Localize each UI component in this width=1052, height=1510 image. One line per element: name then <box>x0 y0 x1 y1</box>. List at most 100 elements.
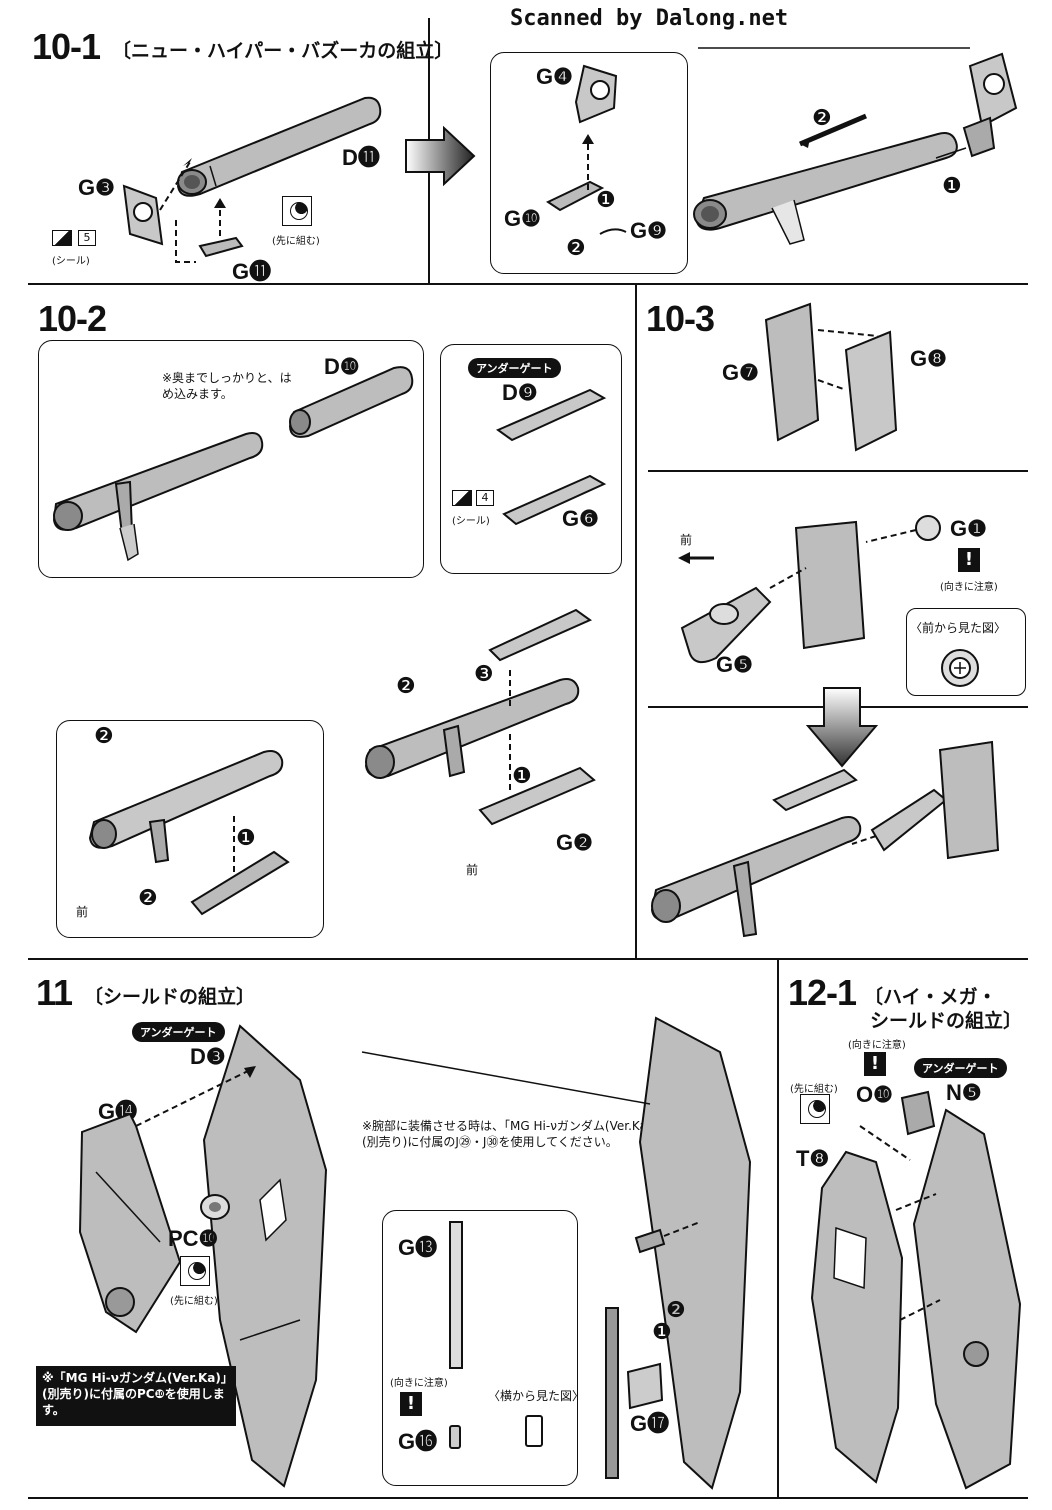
detail-panel <box>490 52 688 274</box>
part-label: G❿ <box>504 206 541 231</box>
step-marker: ❶ <box>652 1320 672 1345</box>
assembly-note: ※奥までしっかりと、はめ込みます。 <box>162 371 292 402</box>
next-arrow-icon <box>405 126 476 186</box>
rod-illustration <box>449 1221 463 1369</box>
sticker-label: (シール) <box>452 516 490 527</box>
under-gate-badge: アンダーゲート <box>468 358 561 378</box>
part-label: D❾ <box>502 380 538 405</box>
sticker-icon <box>52 230 72 246</box>
sticker-number: 4 <box>476 490 494 506</box>
under-gate-badge: アンダーゲート <box>132 1022 225 1042</box>
part-label: D❸ <box>190 1044 226 1069</box>
part-label: G❽ <box>910 346 947 371</box>
part-label: O❿ <box>856 1082 893 1107</box>
bazooka-assembled-illustration <box>693 47 1018 245</box>
caution-icon: ! <box>958 548 980 572</box>
divider <box>28 958 1028 960</box>
bottom-rail-illustration <box>502 474 607 526</box>
pre-assemble-label: (先に組む) <box>272 236 320 247</box>
divider <box>635 283 637 958</box>
pre-assemble-icon <box>800 1094 830 1124</box>
small-cap-illustration <box>449 1425 461 1449</box>
watermark: Scanned by Dalong.net <box>510 6 789 31</box>
top-rail-illustration <box>495 388 607 442</box>
step-marker: ❷ <box>396 674 416 699</box>
small-tab-illustration <box>900 1090 936 1136</box>
high-mega-shield-body-illustration <box>912 1108 1022 1490</box>
part-label: PC❿ <box>168 1226 219 1251</box>
front-label: 前 <box>76 905 89 919</box>
front-view-panel <box>906 608 1026 696</box>
assembly-arrows <box>361 1051 651 1105</box>
front-view-label: 〈前から見た図〉 <box>910 621 1007 635</box>
step-number: 11 <box>36 972 73 1013</box>
bazooka-mid-assembly-illustration <box>364 608 596 826</box>
sticker-icon <box>452 490 472 506</box>
bracket-part-illustration <box>122 184 164 246</box>
assembly-arrows <box>859 1125 941 1321</box>
step-number: 12-1 <box>788 972 857 1013</box>
down-arrow-icon <box>805 687 879 768</box>
polycap-illustration <box>200 1194 230 1220</box>
grip-part-illustration <box>574 64 618 124</box>
assembly-arrows <box>159 158 226 263</box>
part-label: D❿ <box>324 354 360 379</box>
step-title: 〔ニュー・ハイパー・バズーカの組立〕 <box>112 40 454 62</box>
bazooka-rear-detail-illustration <box>88 750 290 916</box>
orientation-note: (向きに注意) <box>940 582 998 593</box>
pre-assemble-icon <box>282 196 312 226</box>
stock-assembly-illustration <box>680 515 941 664</box>
part-label: G❹ <box>536 64 573 89</box>
barrel-front-illustration <box>288 366 414 438</box>
caution-icon: ! <box>864 1052 886 1076</box>
step-marker: ❷ <box>812 106 832 131</box>
sticker-number: 5 <box>78 230 96 246</box>
shield-front-plate-illustration <box>78 1112 182 1334</box>
side-view-illustration <box>525 1415 543 1447</box>
nozzle-front-view-illustration <box>941 649 979 687</box>
assembly-arrows <box>135 1066 256 1127</box>
pre-assemble-icon <box>180 1256 210 1286</box>
part-label: G⓱ <box>630 1411 670 1436</box>
bazooka-full-illustration <box>650 740 1000 938</box>
caution-icon: ! <box>400 1392 422 1416</box>
part-label: D⓫ <box>342 145 380 170</box>
part-label: G⓰ <box>398 1429 438 1454</box>
part-label: N❺ <box>946 1080 982 1105</box>
step-marker: ❶ <box>512 764 532 789</box>
step-marker: ❷ <box>666 1298 686 1323</box>
shield-assembled-illustration <box>605 1016 752 1490</box>
step-marker: ❸ <box>474 662 494 687</box>
part-label: G❷ <box>556 830 593 855</box>
detail-panel <box>440 344 622 574</box>
step-marker: ❷ <box>566 236 586 261</box>
pre-assemble-label: (先に組む) <box>170 1296 218 1307</box>
orientation-note: (向きに注意) <box>848 1040 906 1051</box>
divider <box>777 958 779 1498</box>
step-marker: ❷ <box>94 724 114 749</box>
bazooka-rear-illustration <box>52 432 264 562</box>
part-label: T❽ <box>796 1146 830 1171</box>
part-label: G❾ <box>630 218 667 243</box>
front-arrow-icon <box>678 552 714 564</box>
step-marker: ❶ <box>236 826 256 851</box>
stock-halves-illustration <box>764 302 898 452</box>
step-number: 10-1 <box>32 26 101 67</box>
orientation-note: (向きに注意) <box>390 1378 448 1389</box>
part-label: G❼ <box>722 360 759 385</box>
small-part-illustration <box>198 236 244 258</box>
step-number: 10-3 <box>646 298 715 339</box>
step-title: 〔ハイ・メガ・ <box>864 986 997 1008</box>
sticker-label: (シール) <box>52 256 90 267</box>
assembly-arrows <box>582 134 627 235</box>
step-marker: ❷ <box>138 886 158 911</box>
step-marker: ❶ <box>596 188 616 213</box>
part-label: G❶ <box>950 516 987 541</box>
step-title: シールドの組立〕 <box>870 1010 1023 1032</box>
part-label: G⓭ <box>398 1235 438 1260</box>
note-box <box>36 1366 236 1426</box>
part-label: G⓫ <box>232 259 272 284</box>
divider <box>28 1497 1028 1499</box>
divider <box>28 283 1028 285</box>
